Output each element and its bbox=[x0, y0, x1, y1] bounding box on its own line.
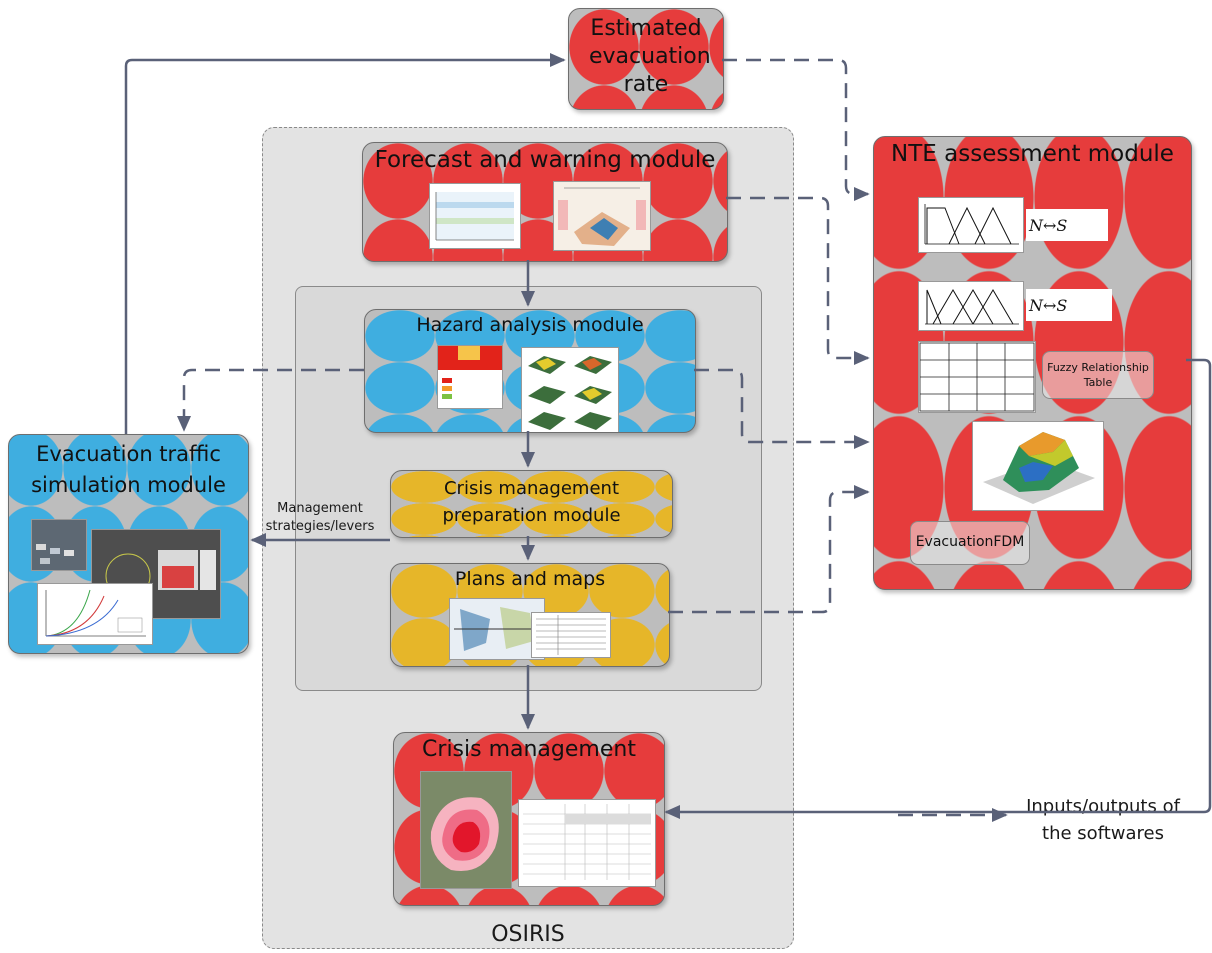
legend-label: Inputs/outputs of the softwares bbox=[1026, 796, 1180, 844]
svg-text:N↔S: N↔S bbox=[1028, 296, 1067, 315]
input-relation-formula: N↔S bbox=[1026, 209, 1108, 241]
fuzzy-table-label: Fuzzy Relationship Table bbox=[1042, 351, 1154, 399]
hazard-3d-thumbnail bbox=[521, 347, 619, 432]
crisis-prep-module[interactable]: Crisis management preparation module bbox=[390, 470, 673, 538]
hazard-title: Hazard analysis module bbox=[416, 314, 644, 336]
hazard-module[interactable]: Hazard analysis module bbox=[364, 309, 696, 433]
crisis-title: Crisis management bbox=[422, 737, 636, 762]
fuzzy-table-thumbnail bbox=[918, 341, 1036, 413]
evac-sim-title: Evacuation traffic simulation module bbox=[31, 442, 226, 497]
nte-module[interactable]: NTE assessment module N↔S N↔S bbox=[873, 136, 1192, 590]
traffic-photo-thumbnail bbox=[31, 519, 87, 571]
forecast-title: Forecast and warning module bbox=[374, 147, 716, 173]
crisis-module[interactable]: Crisis management bbox=[393, 732, 665, 906]
hazard-map-thumbnail bbox=[437, 345, 503, 409]
osiris-label: OSIRIS bbox=[491, 922, 565, 947]
input-membership-thumbnail bbox=[918, 197, 1024, 253]
nte-title: NTE assessment module bbox=[891, 141, 1174, 167]
crisis-table-thumbnail bbox=[518, 799, 656, 887]
plan-map-thumbnail bbox=[449, 598, 545, 660]
estimated-rate-box[interactable]: Estimated evacuation rate bbox=[568, 8, 724, 110]
svg-text:N↔S: N↔S bbox=[1028, 216, 1067, 235]
plan-document-thumbnail bbox=[531, 612, 611, 658]
evac-fdm-label: EvacuationFDM bbox=[910, 521, 1030, 565]
flood-zone-thumbnail bbox=[553, 181, 651, 251]
surface-plot-thumbnail bbox=[972, 421, 1104, 511]
plans-maps-module[interactable]: Plans and maps bbox=[390, 563, 670, 667]
crisis-satellite-thumbnail bbox=[420, 771, 512, 889]
estimated-rate-title: Estimated evacuation rate bbox=[589, 16, 711, 97]
plans-maps-title: Plans and maps bbox=[454, 568, 606, 590]
forecast-module[interactable]: Forecast and warning module bbox=[362, 142, 728, 262]
output-membership-thumbnail bbox=[918, 281, 1024, 331]
evacuation-curves-thumbnail bbox=[37, 583, 153, 645]
crisis-prep-title: Crisis management preparation module bbox=[442, 478, 621, 526]
output-relation-formula: N↔S bbox=[1026, 289, 1112, 321]
evac-sim-module[interactable]: Evacuation traffic simulation module bbox=[8, 434, 249, 654]
forecast-graph-thumbnail bbox=[429, 183, 521, 249]
management-levers-label: Management strategies/levers bbox=[265, 501, 375, 534]
